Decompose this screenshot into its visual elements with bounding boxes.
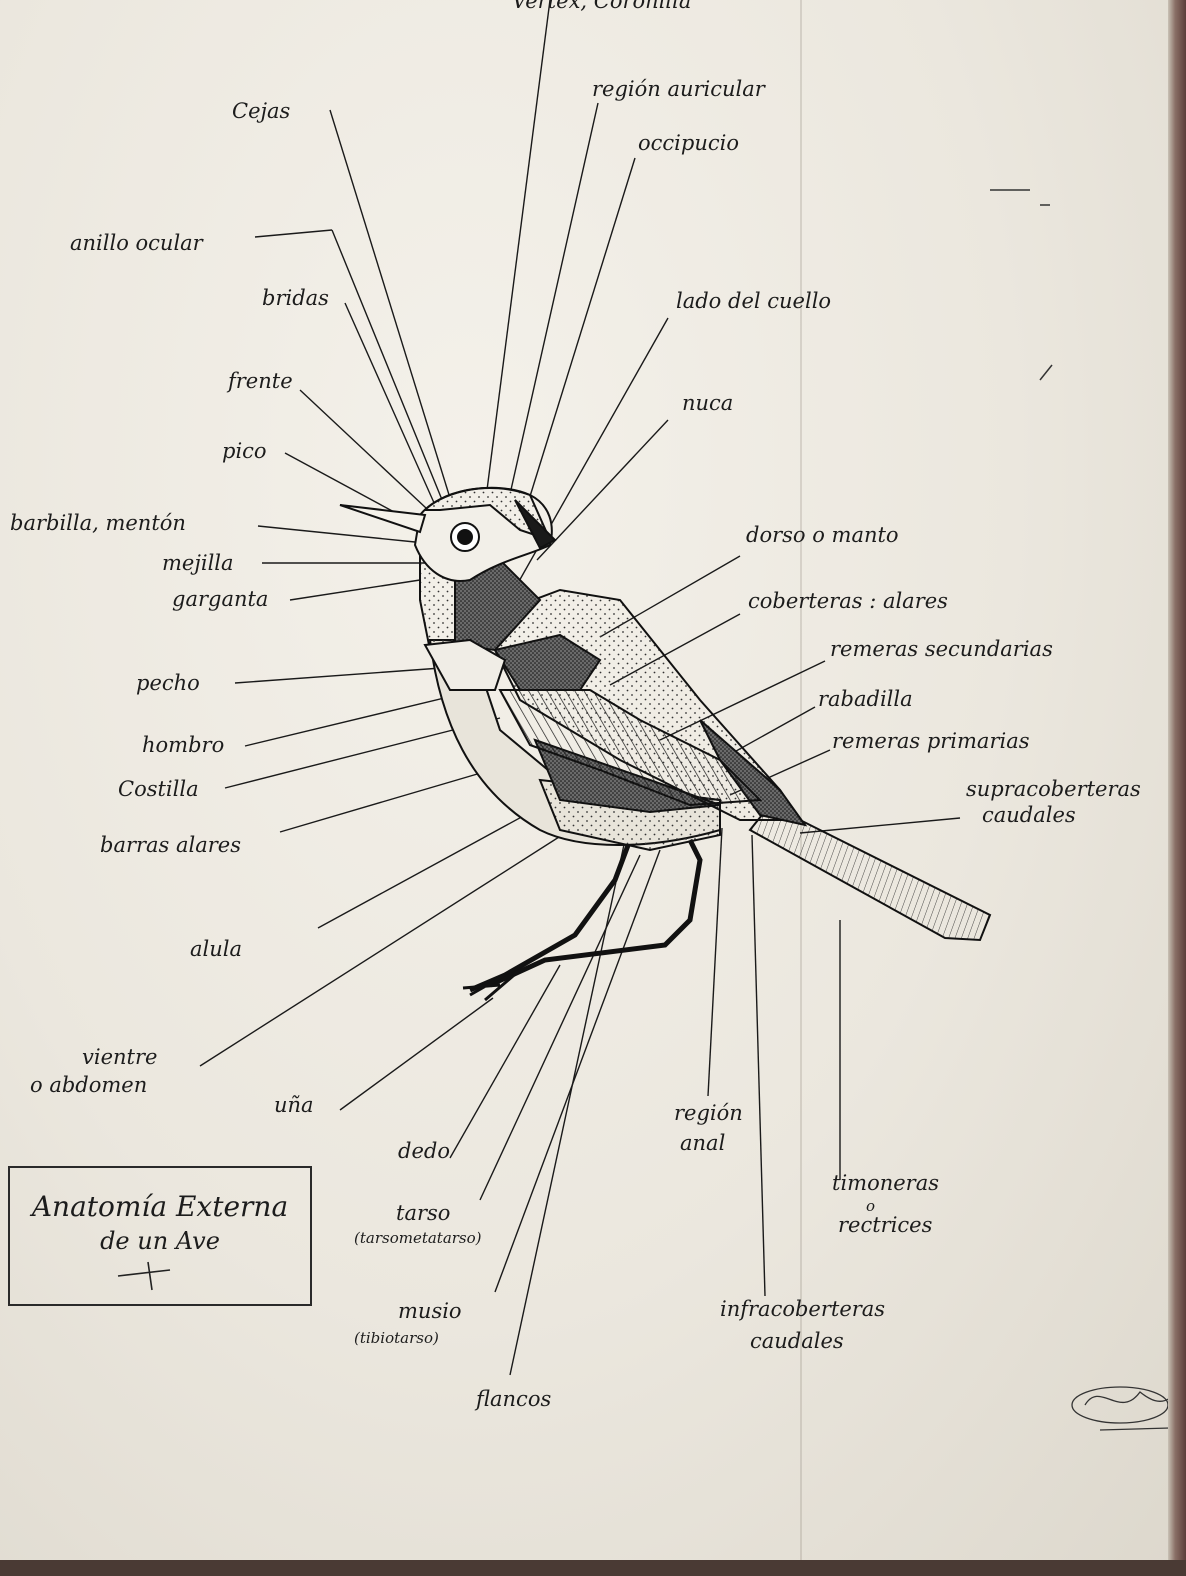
notebook-cover-edge	[1168, 0, 1186, 1576]
label-barbilla: barbilla, mentón	[10, 512, 186, 535]
signature	[1072, 1387, 1170, 1430]
title-line-2: de un Ave	[10, 1228, 310, 1254]
title-box: Anatomía Externa de un Ave	[8, 1166, 312, 1306]
label-infracoberteras: infracoberteras	[720, 1298, 885, 1321]
label-frente: frente	[228, 370, 293, 393]
label-bridas: bridas	[262, 287, 329, 310]
label-region-anal-2: anal	[680, 1132, 725, 1155]
label-vientre: vientre	[82, 1046, 157, 1069]
label-abdomen: o abdomen	[30, 1074, 147, 1097]
label-dedo: dedo	[398, 1140, 450, 1163]
margin-marks	[990, 190, 1052, 380]
label-alula: alula	[190, 938, 242, 961]
label-tarsometatarso: (tarsometatarso)	[354, 1230, 482, 1247]
label-coberteras: coberteras : alares	[748, 590, 948, 613]
label-anillo-ocular: anillo ocular	[70, 232, 203, 255]
label-region-auricular: región auricular	[592, 78, 765, 101]
title-line-1: Anatomía Externa	[10, 1192, 310, 1223]
label-musio: musio	[398, 1300, 462, 1323]
label-tibiotarso: (tibiotarso)	[354, 1330, 439, 1347]
label-cejas: Cejas	[232, 100, 290, 123]
notebook-bottom-edge	[0, 1560, 1186, 1576]
label-vertex: Vertex, Coronilla	[512, 0, 691, 13]
label-hombro: hombro	[142, 734, 224, 757]
label-una: uña	[274, 1094, 314, 1117]
label-remeras-secundarias: remeras secundarias	[830, 638, 1053, 661]
label-pecho: pecho	[136, 672, 200, 695]
label-costilla: Costilla	[118, 778, 199, 801]
label-occipucio: occipucio	[638, 132, 739, 155]
label-dorso: dorso o manto	[746, 524, 899, 547]
label-rectrices: rectrices	[838, 1214, 932, 1237]
label-remeras-primarias: remeras primarias	[832, 730, 1030, 753]
label-garganta: garganta	[172, 588, 268, 611]
label-infracoberteras-caudales: caudales	[750, 1330, 844, 1353]
label-rabadilla: rabadilla	[818, 688, 913, 711]
label-tarso: tarso	[396, 1202, 450, 1225]
label-lado-cuello: lado del cuello	[676, 290, 831, 313]
label-nuca: nuca	[682, 392, 733, 415]
label-pico: pico	[222, 440, 267, 463]
label-timoneras: timoneras	[832, 1172, 939, 1195]
label-supracoberteras: supracoberteras	[966, 778, 1141, 801]
label-flancos: flancos	[476, 1388, 551, 1411]
label-barras-alares: barras alares	[100, 834, 241, 857]
label-supracoberteras-caudales: caudales	[982, 804, 1076, 827]
label-mejilla: mejilla	[162, 552, 234, 575]
label-region-anal: región	[674, 1102, 743, 1125]
